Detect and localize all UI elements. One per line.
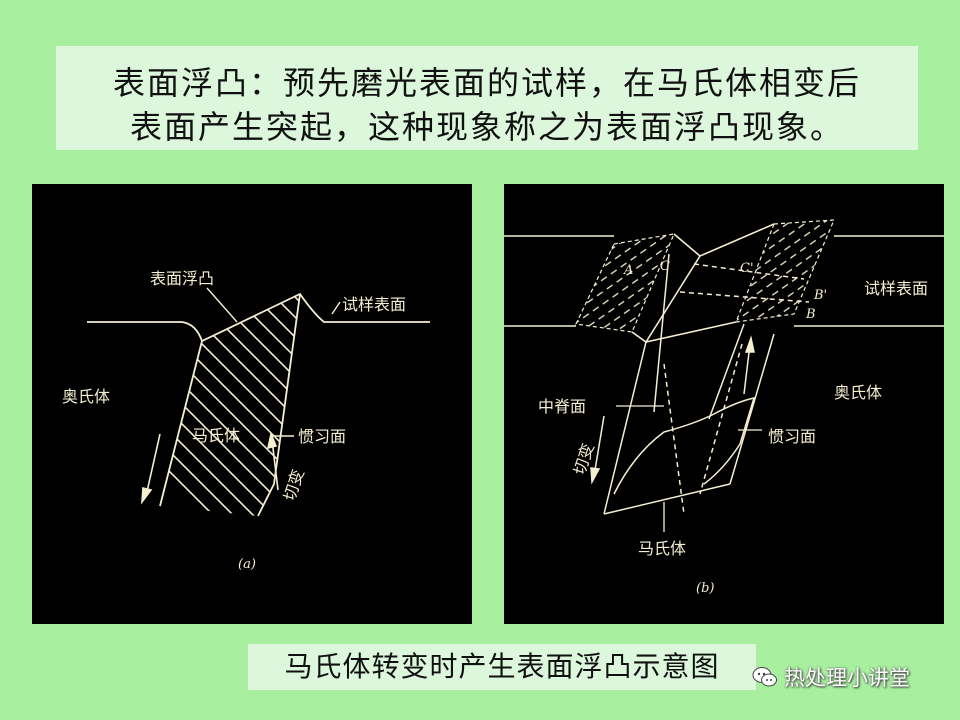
label-habit-plane: 惯习面 <box>298 427 346 446</box>
point-C: C <box>660 259 670 274</box>
title-box: 表面浮凸：预先磨光表面的试样，在马氏体相变后 表面产生突起，这种现象称之为表面浮… <box>56 46 918 150</box>
figure-b-panel: A C C' B' B 试样表面 奥氏体 中脊面 惯习面 马氏体 切变 (b) <box>504 184 944 624</box>
label-martensite: 马氏体 <box>192 426 240 445</box>
label-habit-plane-b: 惯习面 <box>768 427 816 446</box>
label-specimen-surface: 试样表面 <box>342 295 406 314</box>
label-austenite-b: 奥氏体 <box>834 383 882 402</box>
leader-lines <box>206 287 341 437</box>
figure-a-panel: 表面浮凸 试样表面 奥氏体 马氏体 惯习面 切变 (a) <box>32 184 472 624</box>
figure-a-diagram: 表面浮凸 试样表面 奥氏体 马氏体 惯习面 切变 (a) <box>62 269 430 572</box>
label-midrib-plane: 中脊面 <box>538 397 586 416</box>
label-martensite-b: 马氏体 <box>638 539 686 558</box>
label-surface-relief: 表面浮凸 <box>150 269 214 288</box>
figure-b-diagram: A C C' B' B 试样表面 奥氏体 中脊面 惯习面 马氏体 切变 (b) <box>504 219 944 596</box>
label-shear: 切变 <box>280 467 308 503</box>
watermark-text: 热处理小讲堂 <box>784 666 910 690</box>
point-C-prime: C' <box>740 261 754 276</box>
label-specimen-surface-b: 试样表面 <box>864 279 928 298</box>
leader-lines-b <box>616 405 762 532</box>
shear-arrows <box>141 431 279 505</box>
figure-b-tag: (b) <box>696 581 714 596</box>
martensite-body <box>603 253 810 515</box>
chat-bubble-icon <box>752 667 777 687</box>
title-line-2: 表面产生突起，这种现象称之为表面浮凸现象。 <box>129 108 844 146</box>
watermark: 热处理小讲堂 <box>752 662 910 692</box>
hatched-surface-planes <box>575 219 835 333</box>
shear-arrows-b <box>590 335 755 485</box>
point-B-prime: B' <box>813 288 827 303</box>
figure-a-tag: (a) <box>238 557 256 572</box>
title-line-1: 表面浮凸：预先磨光表面的试样，在马氏体相变后 <box>112 64 861 102</box>
surface-outline <box>87 292 430 517</box>
label-austenite: 奥氏体 <box>62 387 110 406</box>
point-B: B <box>805 307 816 322</box>
figure-caption: 马氏体转变时产生表面浮凸示意图 <box>248 644 756 690</box>
point-A: A <box>623 263 633 278</box>
